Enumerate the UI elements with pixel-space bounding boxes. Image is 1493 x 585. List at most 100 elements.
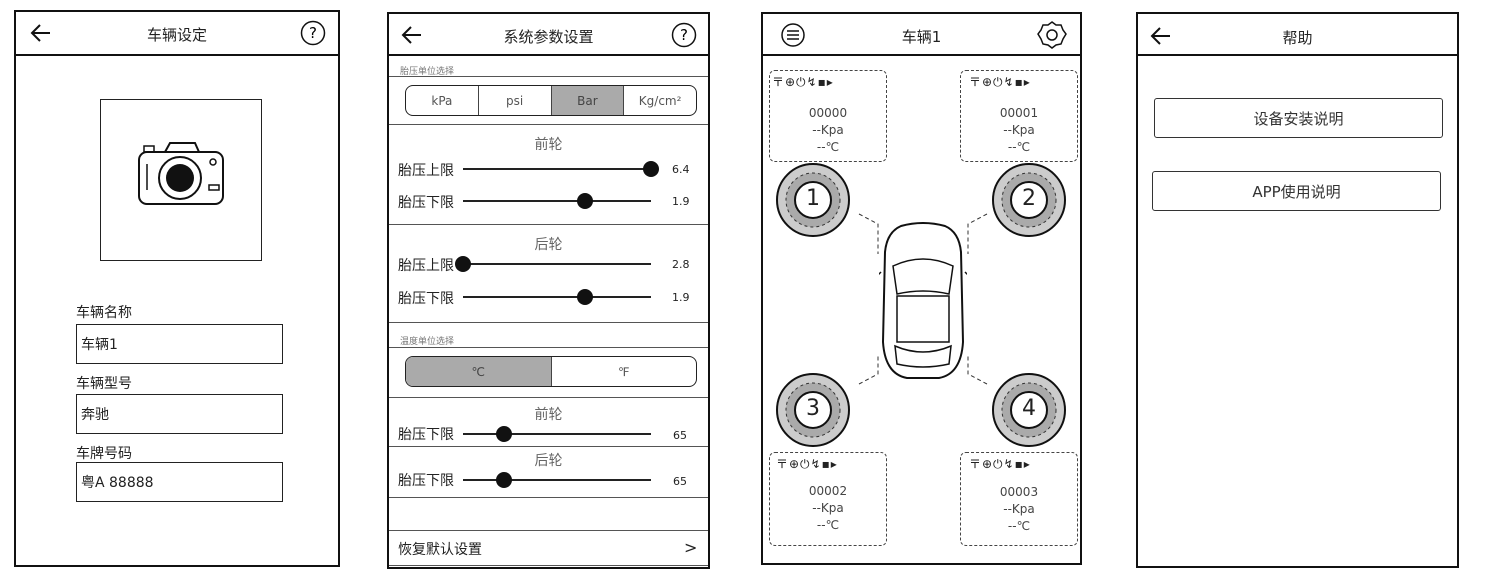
vehicle-model-input[interactable]: 奔驰 (76, 394, 283, 434)
tire-2-status-icons: 〒⊕⏻↯▪▸ (969, 75, 1031, 89)
tire-1-id: 00000 (808, 106, 848, 120)
tire-icon (776, 373, 850, 447)
wheel-4-number: 4 (1022, 396, 1036, 421)
unit-kgcm2-option[interactable]: Kg/cm² (623, 86, 696, 115)
reset-defaults-row[interactable]: 恢复默认设置 > (389, 532, 708, 566)
page-title: 车辆1 (901, 28, 942, 46)
install-guide-button[interactable]: 设备安装说明 (1154, 98, 1443, 138)
rear-lower-knob[interactable] (577, 289, 594, 305)
wheel-1-number: 1 (806, 186, 820, 211)
gear-icon[interactable] (1037, 20, 1067, 50)
vehicle-name-input[interactable]: 车辆1 (76, 324, 283, 364)
app-guide-button[interactable]: APP使用说明 (1152, 171, 1441, 211)
menu-icon[interactable] (781, 23, 805, 47)
help-icon[interactable]: ? (300, 20, 326, 46)
temp-front-knob[interactable] (496, 426, 513, 442)
front-upper-label: 胎压上限 (398, 163, 454, 179)
tire-panel-1[interactable]: 〒⊕⏻↯▪▸ 00000 --Kpa --℃ (769, 70, 887, 162)
car-top-view-icon (879, 222, 967, 379)
header: 帮助 (1138, 14, 1457, 56)
back-arrow-icon[interactable] (30, 23, 52, 43)
temp-rear-value: 65 (673, 475, 687, 488)
tire-icon (776, 163, 850, 237)
divider (389, 322, 708, 323)
tire-3-status-icons: 〒⊕⏻↯▪▸ (776, 457, 838, 471)
rear-upper-value: 2.8 (672, 258, 690, 271)
wheel-1[interactable]: 1 (775, 162, 851, 238)
vehicle-dashboard-screen: 车辆1 〒⊕⏻↯▪▸ 00000 --Kpa --℃ 〒⊕⏻↯▪▸ 00001 … (761, 12, 1082, 565)
chevron-right-icon: > (684, 538, 698, 557)
unit-fahrenheit-option[interactable]: ℉ (550, 357, 697, 386)
temp-unit-label: 温度单位选择 (400, 337, 455, 347)
front-lower-value: 1.9 (672, 195, 690, 208)
header: 车辆1 (763, 14, 1080, 56)
svg-text:?: ? (680, 26, 688, 44)
tire-2-temp: --℃ (1007, 140, 1031, 154)
tire-1-pressure: --Kpa (812, 123, 844, 137)
rear-wheel-heading: 后轮 (534, 237, 563, 253)
pressure-unit-selector: kPa psi Bar Kg/cm² (405, 85, 697, 116)
divider (389, 76, 708, 77)
page-title: 车辆设定 (146, 26, 207, 44)
vehicle-photo-box[interactable] (100, 99, 262, 261)
unit-celsius-option[interactable]: ℃ (406, 357, 551, 386)
help-screen: 帮助 设备安装说明 APP使用说明 (1136, 12, 1459, 568)
tire-panel-2[interactable]: 〒⊕⏻↯▪▸ 00001 --Kpa --℃ (960, 70, 1078, 162)
divider (389, 224, 708, 225)
unit-kpa-option[interactable]: kPa (431, 93, 453, 108)
wheel-3-number: 3 (806, 396, 820, 421)
divider (389, 446, 708, 447)
header: 车辆设定 ? (16, 12, 338, 56)
temp-rear-knob[interactable] (496, 472, 513, 488)
tire-2-pressure: --Kpa (1003, 123, 1035, 137)
tire-3-pressure: --Kpa (812, 501, 844, 515)
pressure-unit-label: 胎压单位选择 (400, 67, 455, 77)
divider (389, 530, 708, 531)
wheel-2[interactable]: 2 (991, 162, 1067, 238)
tire-4-pressure: --Kpa (1003, 502, 1035, 516)
reset-defaults-label: 恢复默认设置 (398, 542, 482, 558)
tire-4-status-icons: 〒⊕⏻↯▪▸ (969, 457, 1031, 471)
vehicle-name-label: 车辆名称 (76, 305, 132, 321)
unit-psi-option[interactable]: psi (477, 86, 551, 115)
tire-icon (992, 163, 1066, 237)
tire-1-status-icons: 〒⊕⏻↯▪▸ (772, 75, 834, 89)
rear-upper-label: 胎压上限 (398, 258, 454, 274)
wheel-2-number: 2 (1022, 186, 1036, 211)
divider (389, 497, 708, 498)
back-arrow-icon[interactable] (1150, 26, 1172, 46)
front-lower-knob[interactable] (577, 193, 594, 209)
temp-rear-heading: 后轮 (534, 453, 563, 469)
wheel-4[interactable]: 4 (991, 372, 1067, 448)
system-params-screen: 系统参数设置 ? 胎压单位选择 kPa psi Bar Kg/cm² 前轮 胎压… (387, 12, 710, 569)
back-arrow-icon[interactable] (401, 25, 423, 45)
wheel-3[interactable]: 3 (775, 372, 851, 448)
tire-4-id: 00003 (999, 485, 1039, 499)
temp-front-value: 65 (673, 429, 687, 442)
help-icon[interactable]: ? (671, 22, 697, 48)
divider (389, 565, 708, 566)
page-title: 系统参数设置 (503, 28, 594, 46)
tire-3-id: 00002 (808, 484, 848, 498)
tire-2-id: 00001 (999, 106, 1039, 120)
tire-panel-4[interactable]: 〒⊕⏻↯▪▸ 00003 --Kpa --℃ (960, 452, 1078, 546)
tire-3-temp: --℃ (816, 518, 840, 532)
front-lower-track (463, 200, 651, 202)
temp-front-track (463, 433, 651, 435)
temp-front-heading: 前轮 (534, 407, 563, 423)
front-lower-label: 胎压下限 (398, 195, 454, 211)
temp-rear-label: 胎压下限 (398, 473, 454, 489)
tire-1-temp: --℃ (816, 140, 840, 154)
rear-upper-knob[interactable] (455, 256, 471, 272)
header: 系统参数设置 ? (389, 14, 708, 56)
front-wheel-heading: 前轮 (534, 137, 563, 153)
front-upper-knob[interactable] (643, 161, 659, 177)
page-title: 帮助 (1282, 29, 1313, 47)
front-upper-track (463, 168, 651, 170)
temp-unit-selector: ℃ ℉ (405, 356, 697, 387)
vehicle-model-label: 车辆型号 (76, 376, 132, 392)
tire-panel-3[interactable]: 〒⊕⏻↯▪▸ 00002 --Kpa --℃ (769, 452, 887, 546)
unit-bar-option[interactable]: Bar (550, 86, 624, 115)
svg-text:?: ? (309, 24, 317, 42)
plate-number-input[interactable]: 粤A 88888 (76, 462, 283, 502)
